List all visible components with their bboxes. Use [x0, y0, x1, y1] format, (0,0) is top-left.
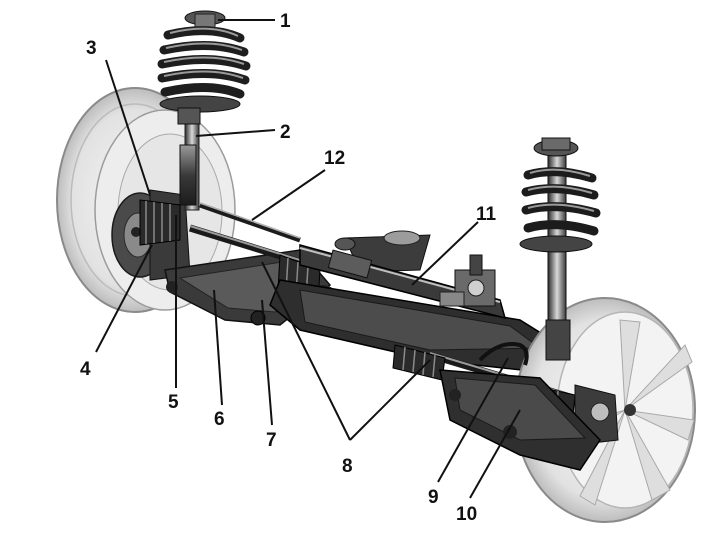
- callout-1: 1: [280, 11, 291, 32]
- callout-8: 8: [342, 456, 353, 477]
- callout-9: 9: [428, 487, 439, 508]
- leader-7: [261, 299, 273, 426]
- leader-8a: [261, 261, 351, 441]
- leader-4: [95, 244, 153, 353]
- steering-pinion-valve: [439, 254, 496, 307]
- callout-6: 6: [214, 409, 225, 430]
- leader-3: [105, 59, 151, 196]
- left-cv-boot: [139, 199, 181, 246]
- callout-10: 10: [456, 504, 477, 525]
- callout-4: 4: [80, 359, 91, 380]
- left-coil-spring: [157, 10, 251, 211]
- callout-labels: 1 2 3 4 5 6 7 8 9 10 11 12: [80, 11, 497, 525]
- leader-9: [437, 357, 509, 483]
- callout-5: 5: [168, 392, 179, 413]
- callout-3: 3: [86, 38, 97, 59]
- steering-rack: [299, 244, 507, 320]
- callout-7: 7: [266, 430, 277, 451]
- right-strut: [519, 137, 601, 361]
- leader-lines: [95, 19, 521, 499]
- callout-2: 2: [280, 122, 291, 143]
- leader-2: [195, 129, 276, 137]
- callout-11: 11: [476, 204, 497, 225]
- steering-link-rod: [199, 202, 301, 243]
- leader-10: [469, 409, 521, 499]
- leader-12: [251, 169, 326, 221]
- callout-12: 12: [324, 148, 345, 169]
- leader-11: [411, 221, 479, 286]
- stabilizer-link: [478, 342, 529, 366]
- leader-6: [213, 289, 223, 406]
- leader-8b: [349, 359, 431, 441]
